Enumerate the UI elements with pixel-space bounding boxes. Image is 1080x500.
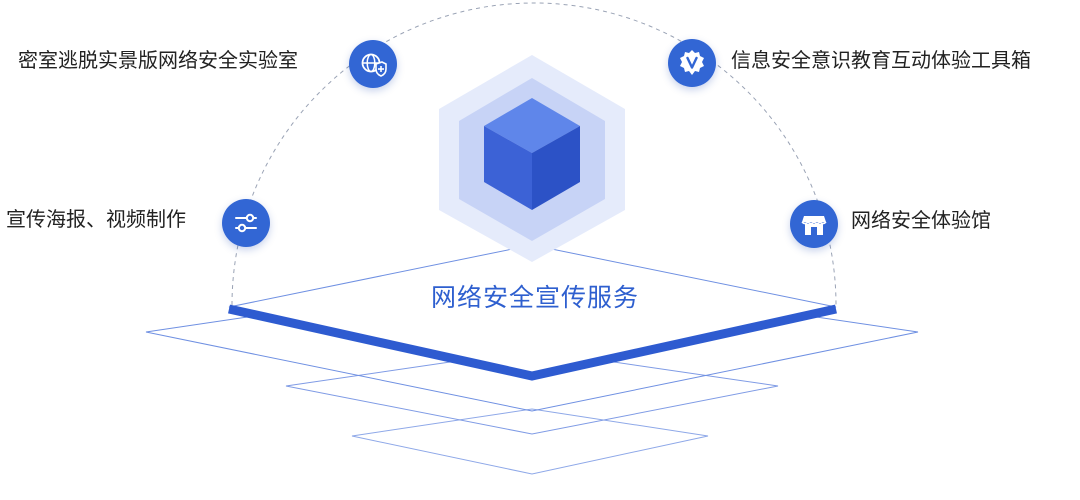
main-platform-front-edge <box>228 304 837 381</box>
storefront-glyph <box>801 216 827 235</box>
center-label: 网络安全宣传服务 <box>430 283 639 312</box>
item-label-hall: 网络安全体验馆 <box>851 208 991 232</box>
item-label-toolbox: 信息安全意识教育互动体验工具箱 <box>731 48 1031 72</box>
dashed-arc <box>231 2 837 306</box>
item-label-escape-lab: 密室逃脱实景版网络安全实验室 <box>18 48 298 72</box>
globe-shield-icon <box>349 40 397 88</box>
globe-shield-glyph <box>361 53 387 77</box>
v-badge-icon <box>668 39 716 87</box>
sliders-glyph <box>235 213 257 233</box>
sliders-icon <box>222 199 270 247</box>
storefront-icon <box>790 200 838 248</box>
layer-outline-4 <box>351 408 709 475</box>
cube-right-face <box>532 126 580 210</box>
cube-left-face <box>484 126 532 210</box>
cube-top-face <box>484 98 580 153</box>
item-label-media: 宣传海报、视频制作 <box>6 207 186 231</box>
v-badge-glyph <box>680 50 704 75</box>
